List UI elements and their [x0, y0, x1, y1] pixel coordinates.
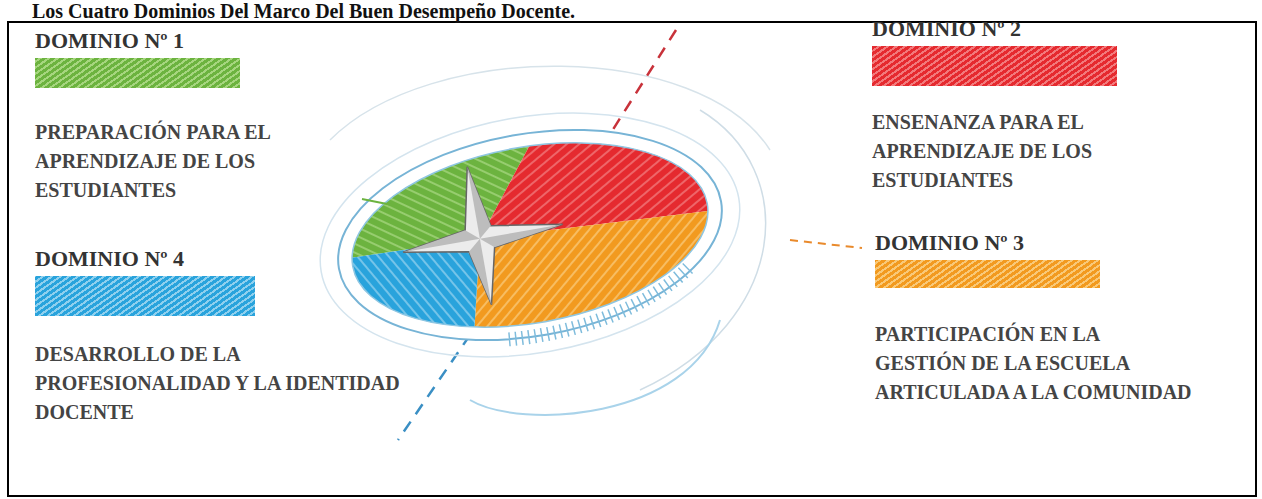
domain-block: DOMINIO Nº 2 ENSENANZA PARA EL APRENDIZAJ…: [872, 16, 1202, 195]
domain-block: DOMINIO Nº 3 PARTICIPACIÓN EN LA GESTIÓN …: [875, 230, 1195, 407]
domain-heading: DOMINIO Nº 1: [35, 28, 370, 54]
leader-line: [362, 199, 392, 205]
domain-block: DOMINIO Nº 1 PREPARACIÓN PARA EL APRENDIZ…: [35, 28, 370, 205]
domain-heading: DOMINIO Nº 4: [35, 246, 405, 272]
color-bar: [875, 260, 1100, 288]
color-bar: [35, 58, 240, 88]
diagram-title: Los Cuatro Dominios Del Marco Del Buen D…: [32, 0, 575, 22]
frame-border: [8, 22, 1256, 496]
color-bar: [872, 46, 1117, 86]
axis-line: [398, 335, 470, 440]
domain-description: DESARROLLO DE LA PROFESIONALIDAD Y LA ID…: [35, 340, 405, 427]
domain-heading: DOMINIO Nº 3: [875, 230, 1195, 256]
domain-block: DOMINIO Nº 4 DESARROLLO DE LA PROFESIONAL…: [35, 246, 405, 427]
domain-description: PREPARACIÓN PARA EL APRENDIZAJE DE LOS E…: [35, 118, 370, 205]
leader-line: [790, 240, 862, 248]
domain-description: ENSENANZA PARA EL APRENDIZAJE DE LOS EST…: [872, 108, 1202, 195]
compass-dial: [283, 77, 778, 393]
domain-heading: DOMINIO Nº 2: [872, 16, 1202, 42]
domain-description: PARTICIPACIÓN EN LA GESTIÓN DE LA ESCUEL…: [875, 320, 1195, 407]
color-bar: [35, 276, 255, 316]
